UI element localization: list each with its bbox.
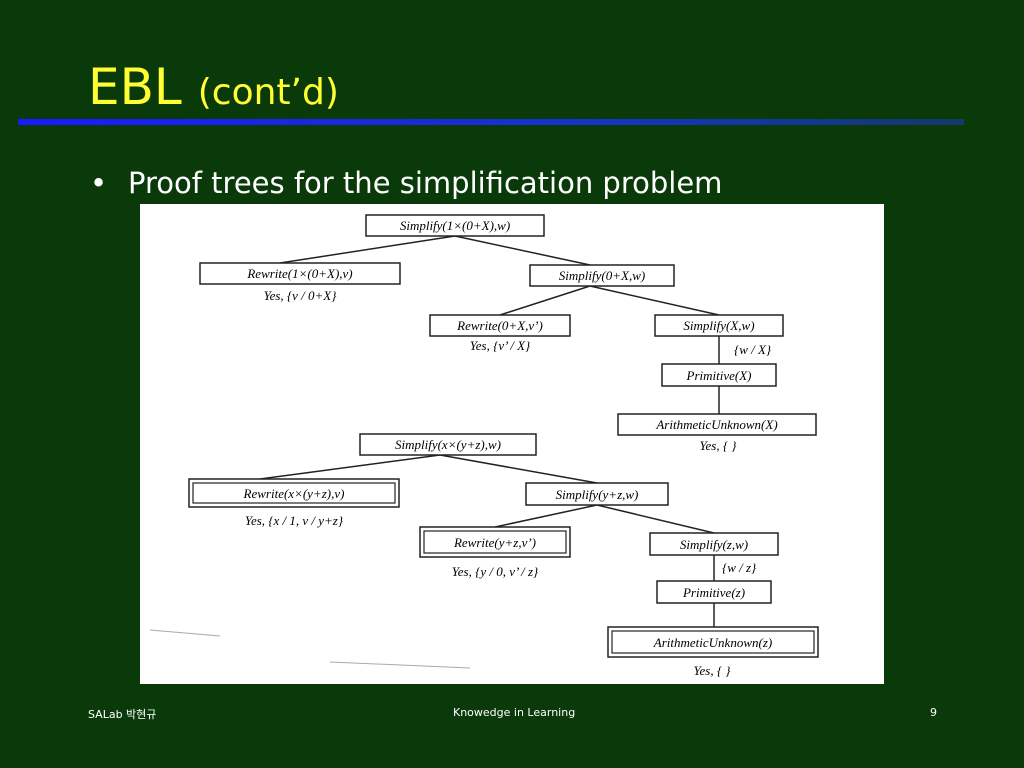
- tree-node: Rewrite(y+z,v’): [419, 526, 571, 558]
- tree-node: ArithmeticUnknown(z): [607, 626, 819, 658]
- node-result: Yes, {v’ / X}: [470, 338, 531, 353]
- node-label: Rewrite(0+X,v’): [456, 318, 543, 333]
- title-main: EBL: [88, 58, 182, 116]
- node-result: Yes, {v / 0+X}: [264, 288, 338, 303]
- tree-node: Primitive(X): [661, 363, 777, 387]
- substitution-label: {w / z}: [722, 560, 757, 575]
- node-result: Yes, { }: [699, 438, 737, 453]
- footer-course: Knowedge in Learning: [453, 706, 576, 719]
- tree2-edges: [259, 454, 715, 627]
- scan-marks: [149, 629, 471, 669]
- title-underline: [18, 119, 964, 125]
- tree1: Simplify(1×(0+X),w) Rewrite(1×(0+X),v) Y…: [199, 214, 817, 453]
- footer-author: SALab 박현규: [88, 708, 157, 721]
- tree1-edges: [279, 235, 720, 414]
- node-label: Simplify(x×(y+z),w): [395, 437, 501, 452]
- slide-title: EBL(cont’d): [88, 62, 339, 112]
- substitution-label: {w / X}: [734, 342, 772, 357]
- tree-node: Rewrite(1×(0+X),v): [199, 262, 401, 285]
- tree-node: Simplify(z,w): [649, 532, 779, 556]
- node-label: Rewrite(x×(y+z),v): [243, 486, 345, 501]
- node-label: Rewrite(y+z,v’): [453, 535, 536, 550]
- bullet-dot-icon: •: [90, 166, 108, 200]
- node-label: Simplify(0+X,w): [559, 268, 645, 283]
- title-sub: (cont’d): [197, 72, 339, 113]
- proof-tree-figure: Simplify(1×(0+X),w) Rewrite(1×(0+X),v) Y…: [140, 204, 884, 684]
- tree-node: Simplify(0+X,w): [529, 264, 675, 287]
- node-result: Yes, { }: [693, 663, 731, 678]
- node-label: Simplify(z,w): [680, 537, 748, 552]
- tree-node: Simplify(x×(y+z),w): [359, 433, 537, 456]
- bullet-text: Proof trees for the simplification probl…: [128, 166, 723, 200]
- tree-node: Simplify(1×(0+X),w): [365, 214, 545, 237]
- tree-node: Simplify(X,w): [654, 314, 784, 337]
- node-label: ArithmeticUnknown(X): [655, 417, 777, 432]
- tree-node: Rewrite(0+X,v’): [429, 314, 571, 337]
- tree2: Simplify(x×(y+z),w) Rewrite(x×(y+z),v) Y…: [188, 433, 819, 678]
- node-label: ArithmeticUnknown(z): [653, 635, 772, 650]
- node-label: Primitive(X): [686, 368, 752, 383]
- node-label: Rewrite(1×(0+X),v): [246, 266, 352, 281]
- node-result: Yes, {x / 1, v / y+z}: [245, 513, 344, 528]
- node-label: Primitive(z): [682, 585, 745, 600]
- footer-page-number: 9: [930, 706, 937, 719]
- node-result: Yes, {y / 0, v’ / z}: [452, 564, 539, 579]
- node-label: Simplify(X,w): [683, 318, 754, 333]
- tree-node: Rewrite(x×(y+z),v): [188, 478, 400, 508]
- node-label: Simplify(1×(0+X),w): [400, 218, 510, 233]
- node-label: Simplify(y+z,w): [556, 487, 639, 502]
- tree-node: Simplify(y+z,w): [525, 482, 669, 506]
- tree-node: Primitive(z): [656, 580, 772, 604]
- bullet-item: • Proof trees for the simplification prob…: [90, 166, 722, 200]
- tree-node: ArithmeticUnknown(X): [617, 413, 817, 436]
